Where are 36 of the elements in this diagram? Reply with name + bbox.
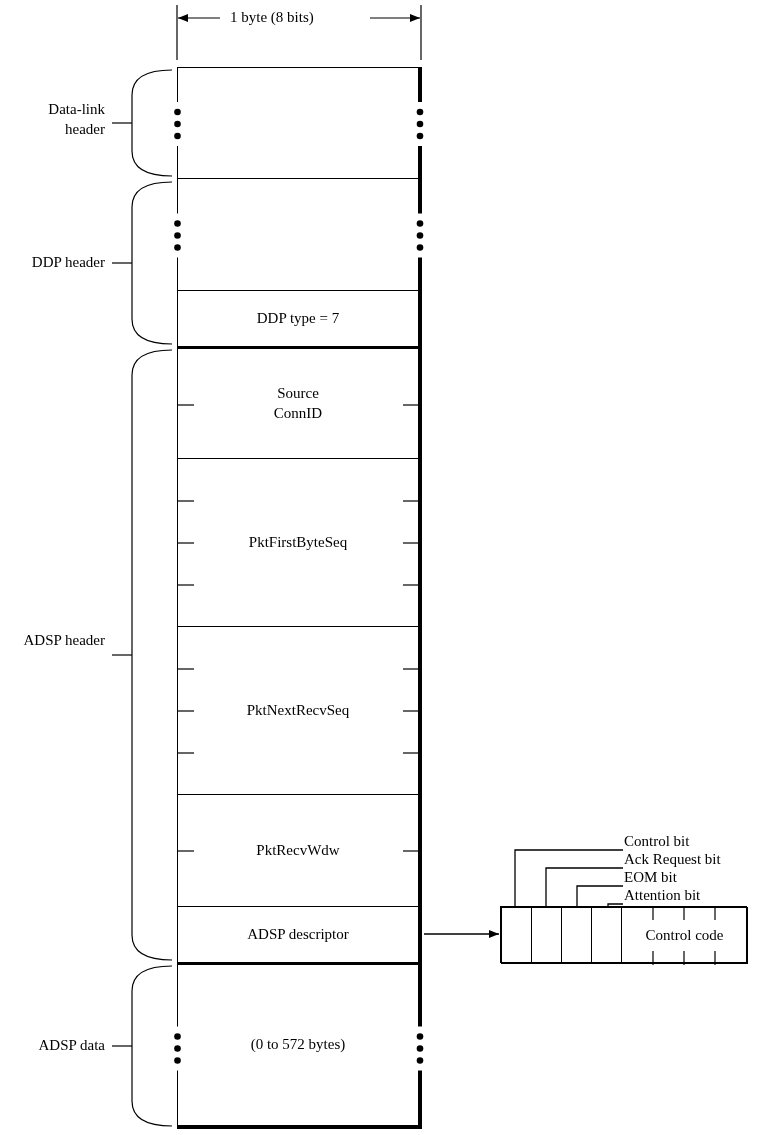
leader-line [607,903,624,908]
bit-label: EOM bit [624,868,677,886]
leader-line [545,867,624,908]
bit-label: Control bit [624,832,690,850]
packet-field [177,178,422,291]
bit-cell [591,907,622,964]
field-label: DDP type = 7 [256,308,340,328]
leader-line [576,885,624,908]
packet-field [177,794,422,907]
descriptor-byte-box [500,906,747,963]
packet-field [177,626,422,795]
packet-field [177,906,422,963]
bit-cell [531,907,562,964]
section-label: ADSP data [37,1036,105,1055]
packet-field [177,346,422,459]
section-label: ADSP header [22,631,105,650]
section-label: Data-link header [47,100,105,139]
arrow [423,930,500,938]
section-label: DDP header [30,253,105,272]
packet-field [177,962,422,1129]
packet-field [177,67,422,179]
bit-label: Ack Request bit [624,850,721,868]
field-label: Source ConnID [272,384,324,423]
packet-field [177,290,422,347]
bit-label: Attention bit [624,886,701,904]
control-code-field [621,907,748,964]
field-label: (0 to 572 bytes) [250,1035,346,1055]
field-label: ADSP descriptor [247,924,349,944]
leader-line [514,849,624,908]
bit-cell [561,907,592,964]
field-label: PktFirstByteSeq [248,532,348,552]
field-label: PktNextRecvSeq [246,700,350,720]
bit-cell [501,907,532,964]
field-label: PktRecvWdw [256,840,340,860]
field-label: Control code [645,925,724,945]
packet-field [177,458,422,627]
